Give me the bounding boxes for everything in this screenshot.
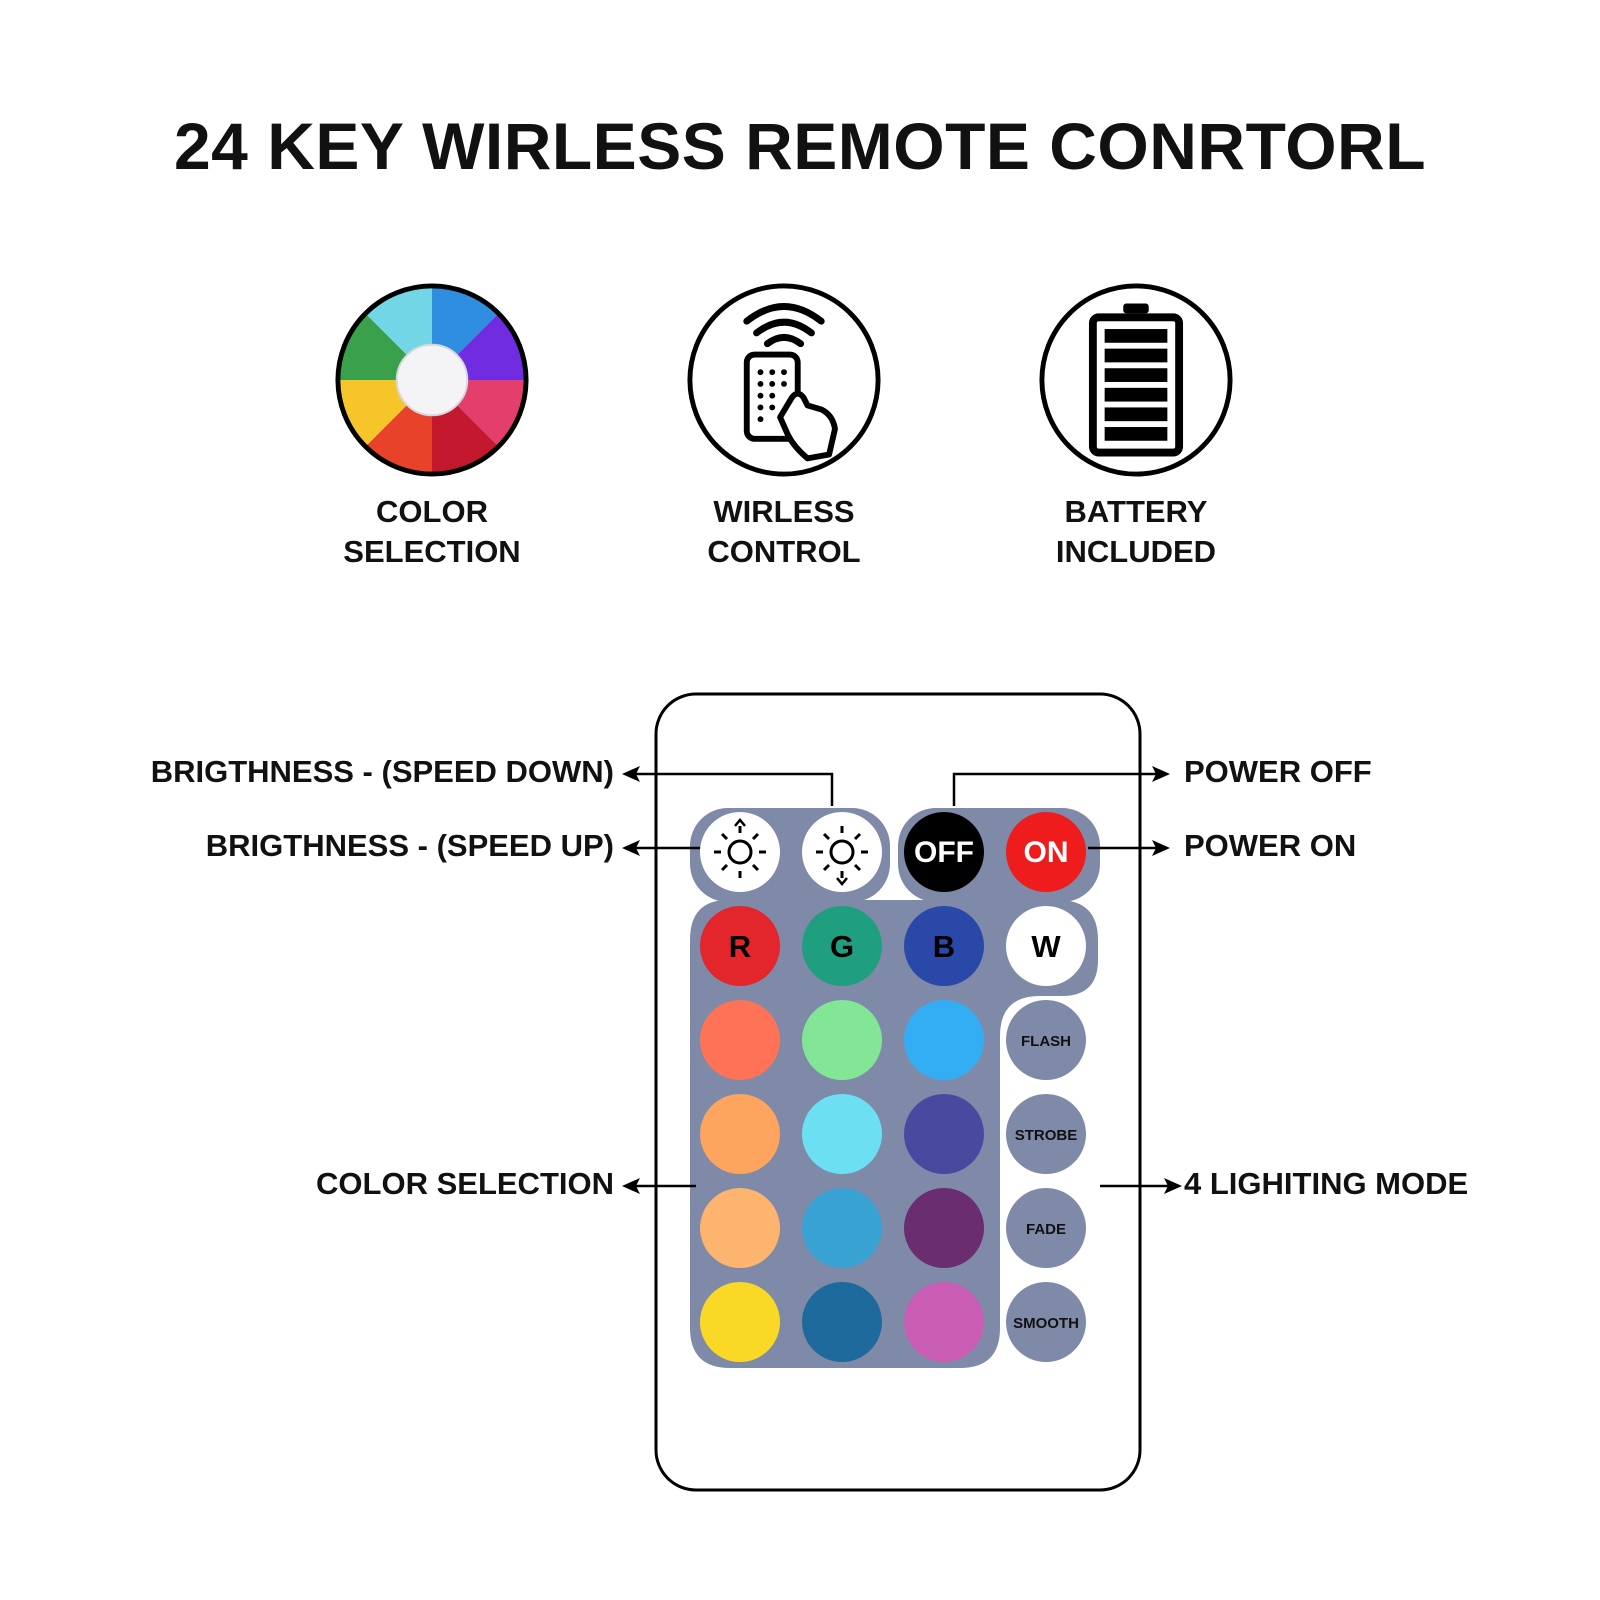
callout-power-on: POWER ON [1184,828,1357,863]
callout-brightness-down: BRIGTHNESS - (SPEED DOWN) [150,754,614,789]
color-key[interactable] [904,1000,984,1080]
arrowheads [622,766,1182,1194]
color-key[interactable] [904,1282,984,1362]
svg-text:OFF: OFF [914,836,974,869]
smooth-button[interactable]: SMOOTH [1006,1282,1086,1362]
key-b[interactable]: B [904,906,984,986]
battery-icon [1039,283,1233,477]
svg-text:STROBE: STROBE [1015,1127,1078,1144]
color-key[interactable] [700,1188,780,1268]
feature-wireless-control: WIRLESS CONTROL [634,282,934,572]
svg-text:ON: ON [1024,836,1069,869]
svg-text:G: G [830,929,854,964]
key-w[interactable]: W [1006,906,1086,986]
callout-lighting-mode: 4 LIGHITING MODE [1184,1166,1469,1201]
feature-label: COLOR SELECTION [343,494,521,569]
svg-text:SMOOTH: SMOOTH [1013,1315,1079,1332]
key-g[interactable]: G [802,906,882,986]
svg-text:FADE: FADE [1026,1221,1066,1238]
strobe-button[interactable]: STROBE [1006,1094,1086,1174]
callout-power-off: POWER OFF [1184,754,1372,789]
feature-battery-included: BATTERY INCLUDED [986,282,1286,572]
color-key[interactable] [802,1094,882,1174]
color-key[interactable] [700,1282,780,1362]
on-button[interactable]: ON [1006,812,1086,892]
svg-text:B: B [933,929,955,964]
svg-text:R: R [729,929,751,964]
color-key[interactable] [802,1188,882,1268]
brightness-down-button[interactable] [802,812,882,892]
color-key[interactable] [802,1282,882,1362]
feature-color-selection: COLOR SELECTION [282,282,582,572]
color-key[interactable] [700,1094,780,1174]
color-key[interactable] [802,1000,882,1080]
flash-button[interactable]: FLASH [1006,1000,1086,1080]
color-key[interactable] [904,1094,984,1174]
color-wheel-icon [335,283,529,477]
remote-hand-icon [687,283,881,477]
callout-color-selection: COLOR SELECTION [316,1166,614,1201]
color-key-grid [700,1000,984,1362]
svg-text:FLASH: FLASH [1021,1033,1071,1050]
page-title: 24 KEY WIRLESS REMOTE CONRTORL [173,109,1427,183]
sun-up-icon [714,818,766,878]
feature-label: BATTERY INCLUDED [1055,494,1217,569]
brightness-up-button[interactable] [700,812,780,892]
feature-label: WIRLESS CONTROL [707,494,861,569]
color-key[interactable] [700,1000,780,1080]
callout-brightness-up: BRIGTHNESS - (SPEED UP) [205,828,614,863]
sun-down-icon [816,826,868,886]
callout-lines [632,772,1172,1188]
fade-button[interactable]: FADE [1006,1188,1086,1268]
key-r[interactable]: R [700,906,780,986]
color-panel [690,900,1098,1368]
color-key[interactable] [904,1188,984,1268]
off-button[interactable]: OFF [904,812,984,892]
svg-text:W: W [1031,929,1061,964]
